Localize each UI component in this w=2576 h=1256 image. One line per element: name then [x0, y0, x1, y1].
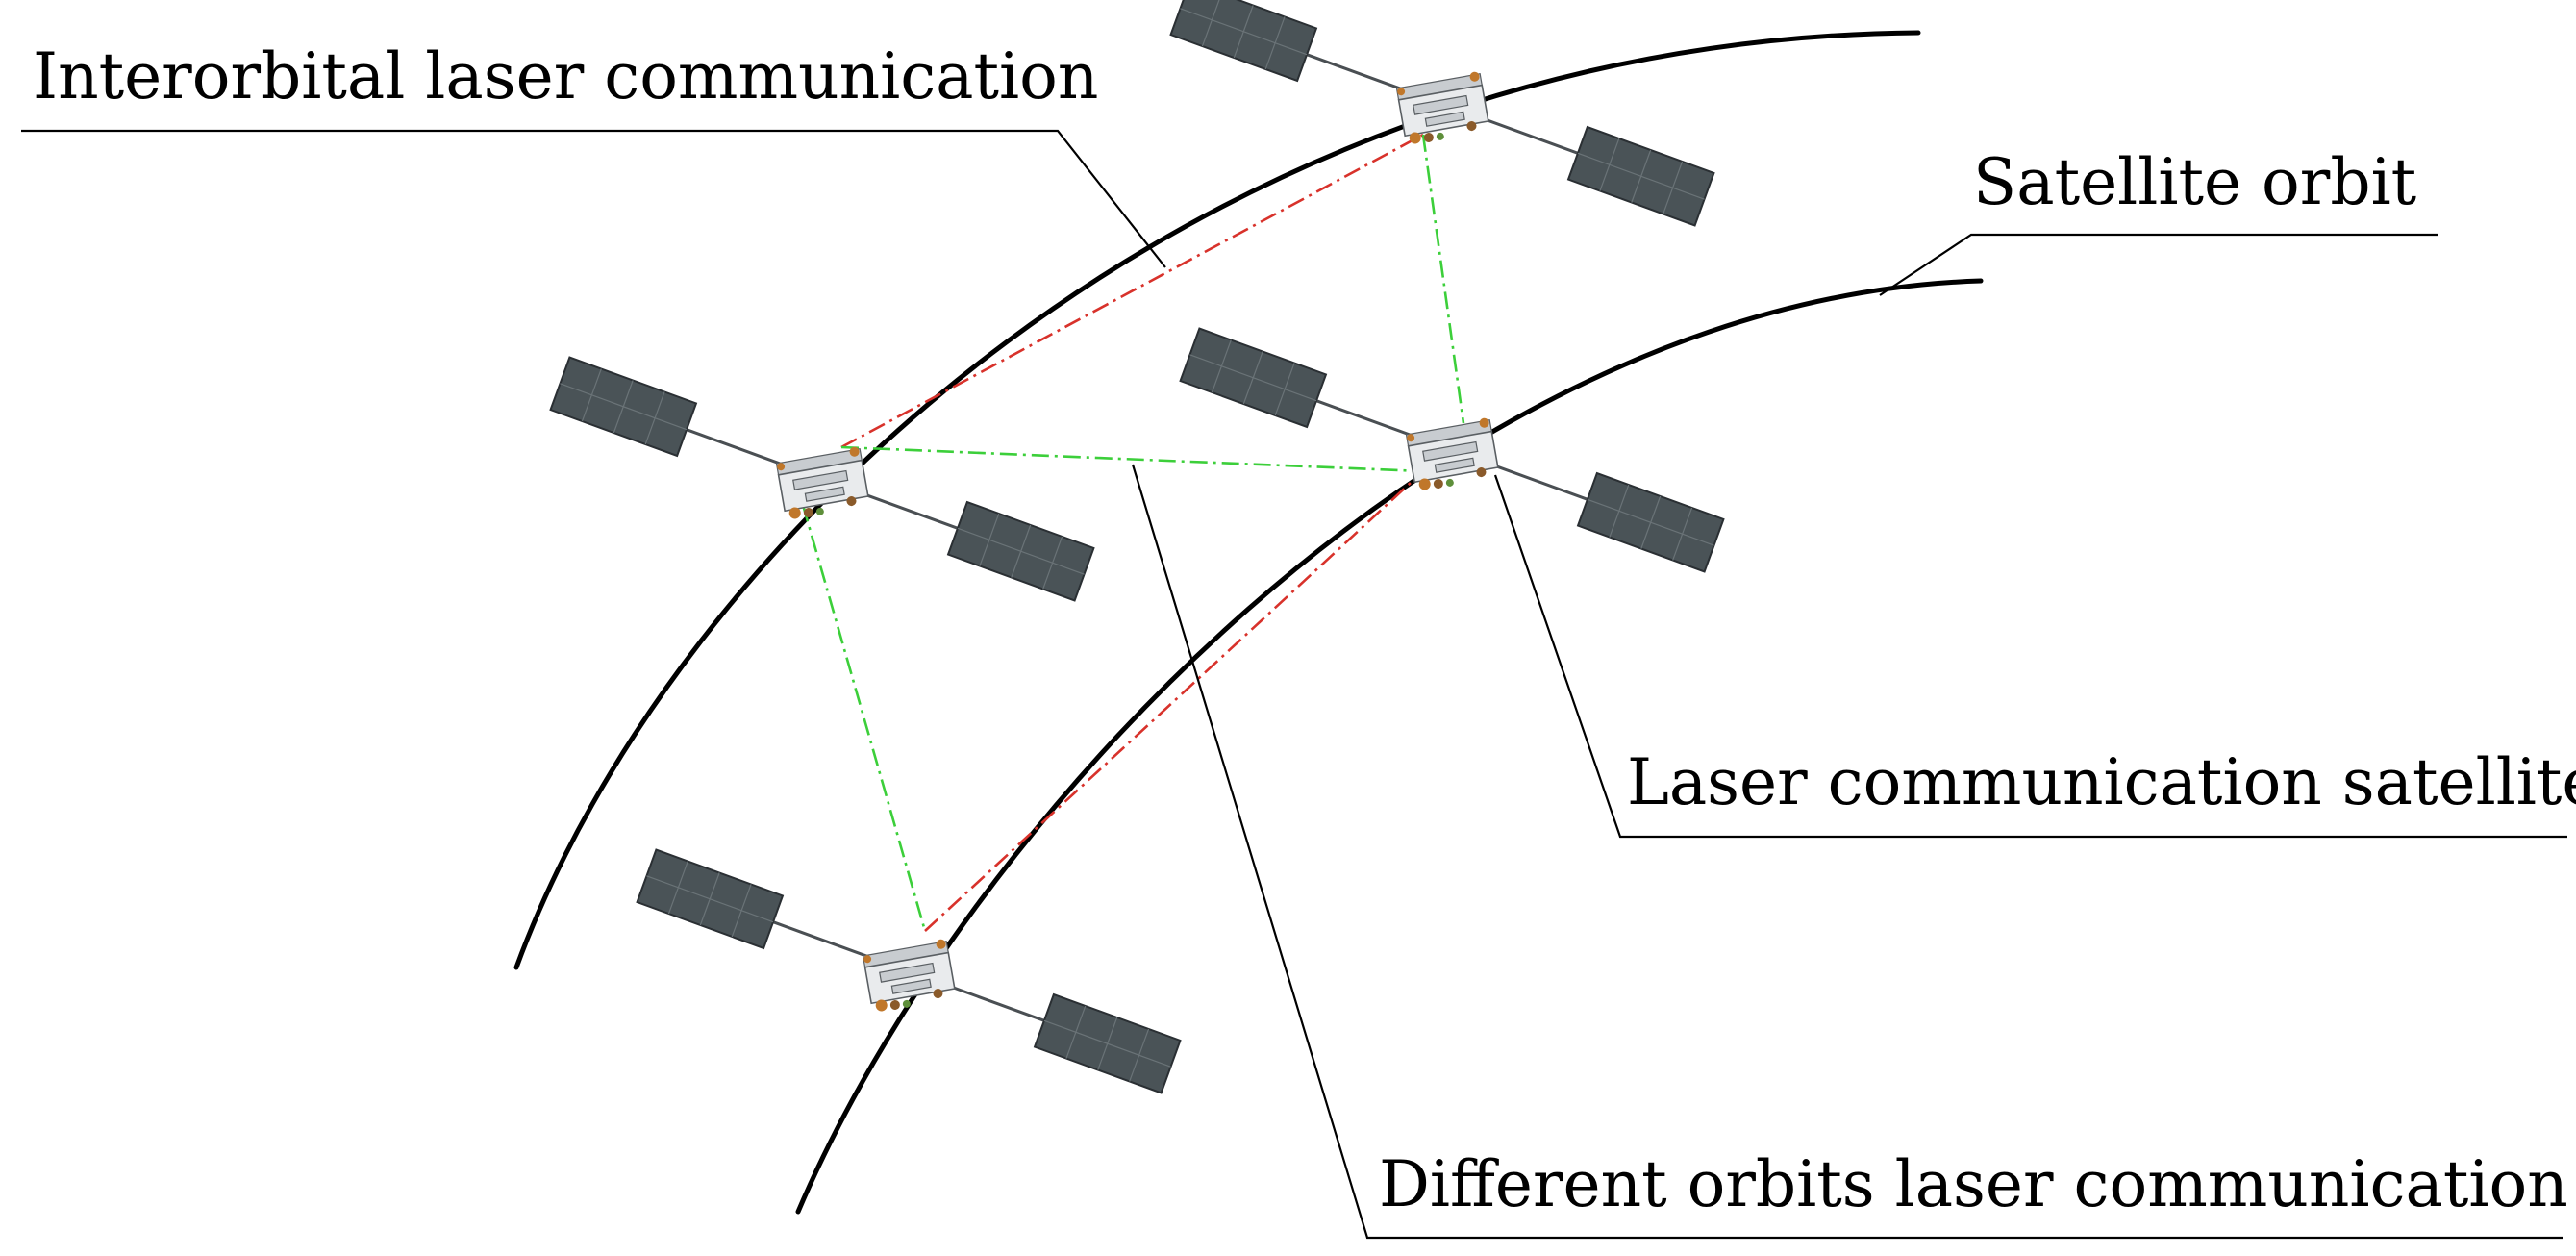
interorbital-link-top: [840, 133, 1424, 449]
different-orbit-link-left-vertical: [801, 504, 927, 932]
different-orbit-link-right-vertical: [1421, 134, 1465, 424]
label-interorbital-laser-communication: Interorbital laser communication: [33, 39, 1098, 113]
interorbital-link-bottom: [924, 470, 1424, 932]
outer-orbit-arc: [513, 30, 1921, 970]
leader-different-orbits: [1131, 464, 2563, 1240]
label-satellite-orbit: Satellite orbit: [1973, 145, 2416, 219]
leader-satellite-orbit: [1879, 233, 2438, 296]
leader-interorbital: [21, 129, 1166, 268]
satellite-bottom-inner: [638, 850, 1181, 1093]
label-different-orbits-laser-communication: Different orbits laser communication: [1379, 1147, 2568, 1221]
label-laser-communication-satellite: Laser communication satellite: [1627, 745, 2576, 819]
satellite-mid-inner: [1181, 329, 1724, 572]
different-orbit-link-horizontal: [840, 445, 1424, 473]
satellite-mid-outer: [551, 358, 1094, 601]
inner-orbit-arc: [795, 278, 1984, 1215]
leader-laser-satellite: [1493, 474, 2567, 839]
